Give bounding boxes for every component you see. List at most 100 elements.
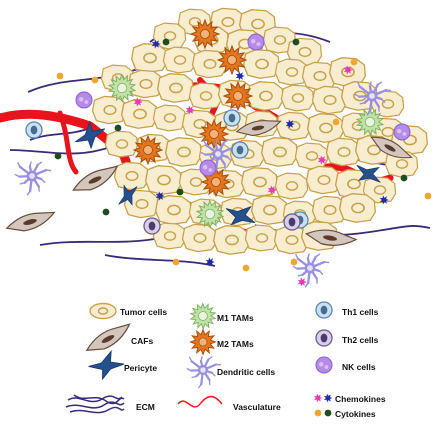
th1-cell (25, 121, 43, 139)
cytokine (114, 124, 122, 132)
tumor-cell (338, 193, 377, 223)
legend-icon-cytokine-green (324, 409, 332, 417)
tumor-cell (130, 43, 169, 73)
legend-label-th1-cells: Th1 cells (342, 307, 379, 317)
cytokine (350, 58, 358, 66)
tumor-cell (188, 82, 223, 110)
m1-tam-cell (355, 107, 385, 137)
m1-tam-cell (195, 199, 225, 229)
m2-tam-cell (132, 134, 164, 166)
tumor-cell (305, 165, 342, 195)
chemokine (297, 277, 307, 287)
tumor-cell (152, 222, 187, 250)
caf-cell (5, 211, 56, 232)
caf-cell (370, 136, 413, 159)
tumor-cell (274, 172, 309, 200)
cytokine (400, 174, 408, 182)
tumor-cell (162, 46, 197, 74)
legend-icon-vasculature (177, 395, 223, 408)
tumor-cell (144, 165, 183, 195)
tumor-cell (260, 137, 299, 167)
nk-cell (247, 33, 265, 51)
tumor-cell (275, 111, 312, 141)
tumor-cell (212, 225, 251, 255)
cytokine (172, 258, 180, 266)
tumor-cell (120, 99, 159, 129)
ecm-fiber (73, 394, 125, 405)
chemokine (133, 97, 143, 107)
cytokine (332, 118, 340, 126)
cytokine (290, 258, 298, 266)
ecm-fiber (65, 401, 125, 409)
legend-icon-dendritic-cells (186, 356, 222, 389)
legend-label-cytokines: Cytokines (335, 409, 376, 419)
tumor-cell (311, 85, 348, 115)
legend-icon-ecm (65, 394, 125, 414)
cytokine (176, 188, 184, 196)
legend-label-ecm: ECM (136, 402, 155, 412)
dendritic-cell (292, 253, 330, 288)
tumor-cell (242, 49, 281, 79)
legend-label-chemokines: Chemokines (335, 394, 386, 404)
legend-icon-chemokine-blue (323, 393, 333, 403)
tumor-cell (164, 137, 203, 167)
cytokine (102, 208, 110, 216)
caf-cell (235, 120, 282, 136)
tumor-cell (280, 84, 315, 112)
m1-tam-cell (107, 73, 137, 103)
tumor-cell (294, 142, 329, 170)
cytokine (56, 72, 64, 80)
th2-cell (143, 217, 161, 235)
tumor-cell (325, 137, 362, 167)
chemokine (151, 39, 161, 49)
legend-icon-chemokine-pink (313, 393, 323, 403)
legend-icon-cafs (85, 323, 131, 351)
nk-cell (75, 91, 93, 109)
cytokine (424, 192, 432, 200)
legend-label-m1-tams: M1 TAMs (217, 313, 254, 323)
legend-label-cafs: CAFs (131, 336, 154, 346)
cytokine (292, 38, 300, 46)
nk-cell (199, 159, 217, 177)
tumor-cell (181, 223, 218, 253)
legend-icon-m1-tams (189, 302, 217, 330)
legend-label-vasculature: Vasculature (233, 402, 281, 412)
signaling-molecules-layer (54, 38, 432, 287)
legend-icon-nk-cells (315, 356, 333, 374)
chemokine (205, 257, 215, 267)
m2-tam-cell (200, 166, 232, 198)
th1-cell (223, 109, 241, 127)
ecm-fiber (104, 254, 216, 267)
pericyte-cell (75, 120, 106, 150)
legend-label-m2-tams: M2 TAMs (217, 339, 254, 349)
blood-vessel (57, 110, 79, 175)
pericyte-cell (225, 205, 256, 226)
th2-cell (283, 213, 301, 231)
chemokine (267, 185, 277, 195)
pericyte-cell (356, 164, 381, 183)
tumor-cell (156, 73, 195, 103)
chemokine (317, 155, 327, 165)
chemokine (235, 71, 245, 81)
caf-cell (72, 165, 119, 191)
chemokine (379, 195, 389, 205)
ecm-fiber (69, 406, 125, 414)
chemokine (185, 105, 195, 115)
tumor-cell (250, 195, 289, 225)
chemokine (155, 191, 165, 201)
cytokine (162, 38, 170, 46)
cytokine (242, 264, 250, 272)
dendritic-cell (14, 161, 52, 196)
chemokine (285, 119, 295, 129)
tumor-cells-layer (91, 7, 429, 255)
tumor-cell (91, 95, 128, 125)
legend-icon-th2-cells (315, 329, 333, 347)
nk-cell (393, 123, 411, 141)
tumor-cell (113, 161, 150, 191)
tumor-cell (127, 69, 164, 99)
m2-tam-cell (222, 80, 254, 112)
tumor-cell (244, 224, 279, 252)
tumor-cell (104, 130, 139, 158)
legend-label-pericyte: Pericyte (124, 363, 158, 373)
